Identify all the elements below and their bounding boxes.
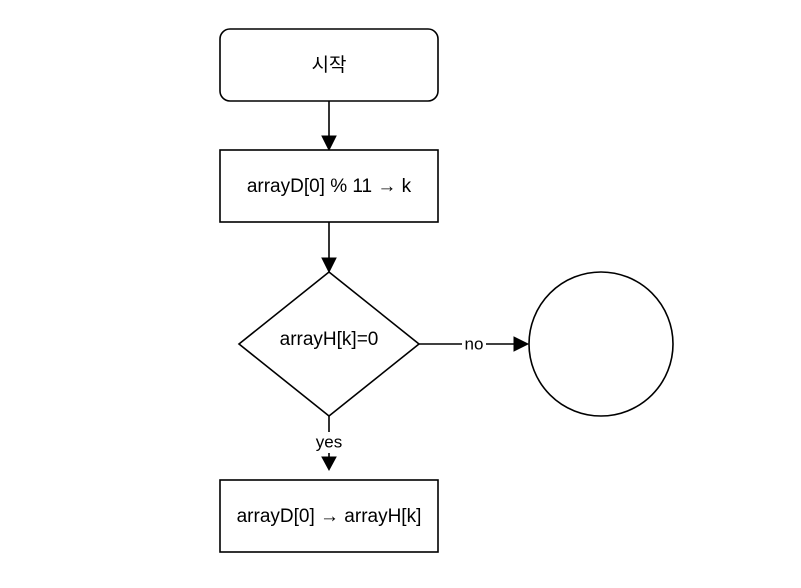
edge-compute-to-decision-arrowhead — [321, 257, 337, 274]
assign-node-shape — [219, 479, 439, 553]
connector-node — [528, 271, 674, 417]
edge-compute-to-decision — [321, 222, 337, 274]
compute-node: arrayD[0] % 11 → k — [219, 149, 439, 223]
edge-decision-yes: yes — [316, 416, 342, 472]
edge-no-label: no — [465, 334, 484, 353]
edge-decision-no-arrowhead — [513, 336, 530, 352]
decision-node-label: arrayH[k]=0 — [280, 329, 379, 350]
assign-node: arrayD[0] → arrayH[k] — [219, 479, 439, 553]
compute-node-shape — [219, 149, 439, 223]
edge-start-to-compute — [321, 101, 337, 152]
start-node: 시작 — [219, 28, 439, 102]
edge-yes-label: yes — [316, 432, 342, 451]
start-node-label: 시작 — [312, 54, 347, 76]
edge-start-to-compute-arrowhead — [321, 135, 337, 152]
compute-node-label: arrayD[0] % 11 → k — [247, 176, 412, 197]
decision-node: arrayH[k]=0 — [237, 270, 421, 418]
connector-node-shape — [528, 271, 674, 417]
edge-decision-no: no — [419, 334, 530, 353]
edge-decision-yes-arrowhead — [321, 456, 337, 472]
assign-node-label: arrayD[0] → arrayH[k] — [237, 506, 422, 527]
